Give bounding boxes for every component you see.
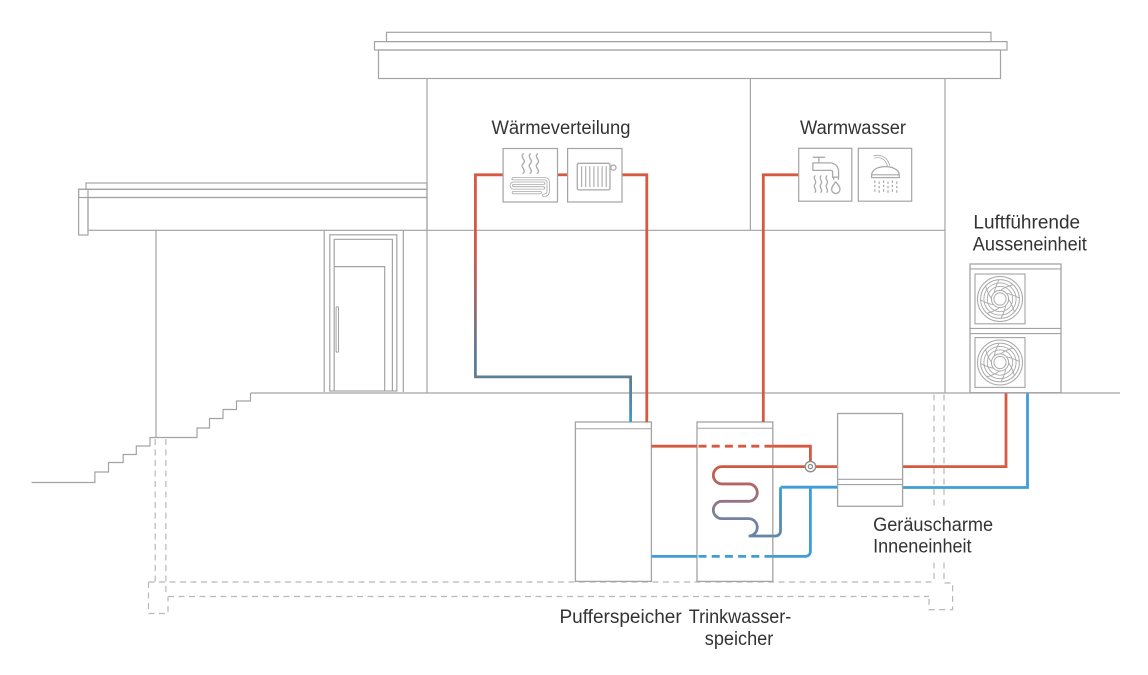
svg-text:speicher: speicher [705, 629, 774, 650]
svg-text:Trinkwasser-: Trinkwasser- [689, 607, 792, 628]
svg-text:Inneneinheit: Inneneinheit [873, 537, 972, 558]
svg-text:Pufferspeicher: Pufferspeicher [560, 607, 683, 628]
svg-text:Warmwasser: Warmwasser [800, 118, 907, 139]
svg-text:Ausseneinheit: Ausseneinheit [973, 235, 1088, 256]
svg-text:Geräuscharme: Geräuscharme [873, 515, 993, 536]
svg-text:Wärmeverteilung: Wärmeverteilung [492, 118, 631, 139]
svg-text:Luftführende: Luftführende [973, 212, 1080, 233]
